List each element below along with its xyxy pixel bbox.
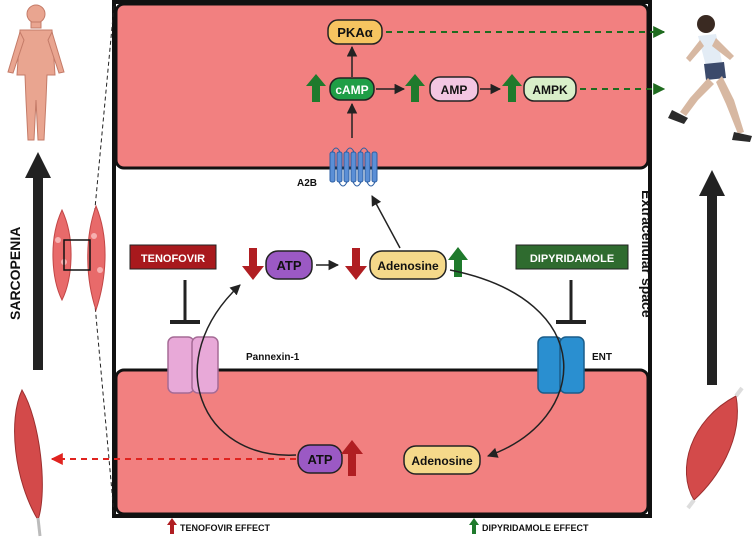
down-arrow-icon xyxy=(345,248,367,280)
dipyridamole-label: DIPYRIDAMOLE xyxy=(530,253,614,265)
human-body-icon xyxy=(7,4,65,141)
muscle-icon xyxy=(686,386,744,510)
pka-label: PKAα xyxy=(337,25,372,40)
extracellular-space-label: Extracellular space xyxy=(639,190,655,318)
ent-channel xyxy=(537,336,585,394)
ent-label: ENT xyxy=(592,352,612,363)
pannexin-label: Pannexin-1 xyxy=(246,352,300,363)
adenosine-intracellular-label: Adenosine xyxy=(411,454,473,468)
arrow-adenosine-a2b xyxy=(371,195,401,249)
zoom-line-top xyxy=(91,5,115,241)
up-arrow-icon xyxy=(341,440,363,476)
top-cell xyxy=(114,2,650,170)
adenosine-intracellular-node xyxy=(403,445,481,475)
adenosine-extracellular-label: Adenosine xyxy=(377,259,439,273)
up-arrow-icon xyxy=(405,74,425,102)
adenosine-extracellular-node xyxy=(369,250,447,280)
amp-node xyxy=(429,76,479,102)
atp-intracellular-label: ATP xyxy=(307,452,332,467)
sarcopenia-label: SARCOPENIA xyxy=(7,227,23,320)
camp-node xyxy=(329,77,375,101)
bottom-cell xyxy=(114,368,650,516)
arrow-adenosine-in xyxy=(449,269,565,458)
amp-label: AMP xyxy=(441,83,468,97)
up-arrow-icon xyxy=(306,74,326,102)
ampk-node xyxy=(523,76,577,102)
tenofovir-effect-label: TENOFOVIR EFFECT xyxy=(180,523,271,533)
up-arrow-icon xyxy=(448,247,468,277)
atp-extracellular-node xyxy=(265,250,313,280)
up-arrow-icon xyxy=(502,74,522,102)
muscle-fiber-icon xyxy=(52,204,106,312)
arrow-atp-out xyxy=(196,284,297,456)
camp-label: cAMP xyxy=(335,83,368,97)
runner-icon xyxy=(668,15,752,142)
atp-extracellular-label: ATP xyxy=(276,258,301,273)
a2b-label: A2B xyxy=(297,178,317,189)
atp-intracellular-node xyxy=(297,444,343,474)
tenofovir-effect-arrow xyxy=(167,518,177,534)
muscle-icon xyxy=(14,388,43,537)
sarcopenia-arrow-head xyxy=(25,152,51,178)
tenofovir-box xyxy=(129,244,217,270)
zoom-line-bottom xyxy=(91,271,115,515)
tenofovir-label: TENOFOVIR xyxy=(141,253,205,265)
right-arrow-head xyxy=(699,170,725,196)
sarcopenia-arrow-shaft xyxy=(33,175,43,370)
right-arrow-shaft xyxy=(707,195,717,385)
receptor-icon xyxy=(329,147,378,187)
dipyridamole-effect-label: DIPYRIDAMOLE EFFECT xyxy=(482,523,589,533)
ampk-label: AMPK xyxy=(532,83,568,97)
dipyridamole-box xyxy=(515,244,629,270)
down-arrow-icon xyxy=(242,248,264,280)
dipyridamole-effect-arrow xyxy=(469,518,479,534)
pka-node xyxy=(327,19,383,45)
pannexin-channel xyxy=(167,336,219,394)
